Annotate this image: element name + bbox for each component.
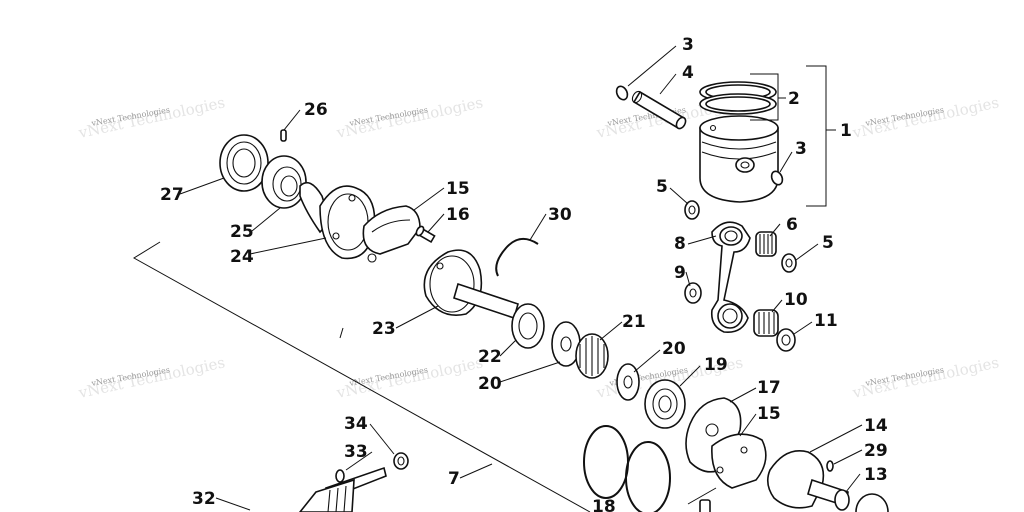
callout-29: 29 xyxy=(864,441,888,461)
callout-6: 6 xyxy=(786,215,798,235)
shaft-washer xyxy=(393,452,409,470)
thrust-washer xyxy=(781,253,797,273)
output-shaft xyxy=(298,466,387,512)
callout-8: 8 xyxy=(674,234,686,254)
thrust-washer-20b xyxy=(616,363,640,401)
crank-bearing xyxy=(644,379,686,429)
key-pin xyxy=(826,460,834,472)
counterweight-cover-right xyxy=(711,433,767,489)
callout-15: 15 xyxy=(757,404,781,424)
dowel-pin xyxy=(280,129,287,142)
piston-assembly xyxy=(615,65,836,352)
counterweight-cover xyxy=(362,205,421,255)
callout-9: 9 xyxy=(674,263,686,283)
lower-thrust-washer xyxy=(684,282,702,304)
callout-33: 33 xyxy=(344,442,368,462)
callout-5: 5 xyxy=(656,177,668,197)
callout-10: 10 xyxy=(784,290,808,310)
callout-14: 14 xyxy=(864,416,888,436)
piston xyxy=(699,115,779,203)
callout-4: 4 xyxy=(682,63,694,83)
piston-rings xyxy=(699,81,777,115)
leader-lines xyxy=(179,45,863,511)
callout-16: 16 xyxy=(446,205,470,225)
callout-15: 15 xyxy=(446,179,470,199)
crank-gear xyxy=(575,333,609,379)
callout-32: 32 xyxy=(192,489,216,509)
retaining-ring xyxy=(495,237,539,277)
callout-1: 1 xyxy=(840,121,852,141)
piston-pin xyxy=(631,90,687,130)
snap-ring xyxy=(625,441,671,512)
bracket-item-2 xyxy=(750,73,779,121)
callout-20: 20 xyxy=(662,339,686,359)
small-end-needle-bearing xyxy=(755,231,777,257)
callout-7: 7 xyxy=(448,469,460,489)
big-end-needle-bearing xyxy=(753,309,779,337)
callout-22: 22 xyxy=(478,347,502,367)
callout-25: 25 xyxy=(230,222,254,242)
cover-screw xyxy=(415,225,436,244)
callout-34: 34 xyxy=(344,414,368,434)
crank-seal xyxy=(511,303,545,349)
oil-seal xyxy=(219,134,269,192)
callout-19: 19 xyxy=(704,355,728,375)
callout-3: 3 xyxy=(795,139,807,159)
snap-ring xyxy=(583,425,629,499)
thrust-washer xyxy=(684,200,700,220)
bracket-item-1 xyxy=(806,65,827,207)
o-ring xyxy=(834,489,850,511)
right-crank-half xyxy=(685,397,889,512)
callout-20: 20 xyxy=(478,374,502,394)
callout-23: 23 xyxy=(372,319,396,339)
big-end-washer xyxy=(776,328,796,352)
callout-17: 17 xyxy=(757,378,781,398)
left-crank-half xyxy=(219,129,436,263)
end-seal xyxy=(855,493,889,512)
crank-flywheel-shaft xyxy=(423,249,519,320)
connecting-rod xyxy=(710,221,751,334)
callout-11: 11 xyxy=(814,311,838,331)
circlip xyxy=(615,85,629,101)
crank-half-with-shaft xyxy=(299,181,377,263)
callouts: 1 2 3 3 4 5 5 6 7 8 9 10 11 13 14 15 15 … xyxy=(160,35,888,512)
callout-3: 3 xyxy=(682,35,694,55)
callout-30: 30 xyxy=(548,205,572,225)
callout-18: 18 xyxy=(592,497,616,512)
callout-24: 24 xyxy=(230,247,254,267)
crank-half-with-shaft-right xyxy=(766,450,825,509)
callout-27: 27 xyxy=(160,185,184,205)
callout-2: 2 xyxy=(788,89,800,109)
circlip xyxy=(770,170,784,186)
callout-21: 21 xyxy=(622,312,646,332)
main-bearing xyxy=(261,155,307,209)
callout-13: 13 xyxy=(864,465,888,485)
callout-26: 26 xyxy=(304,100,328,120)
crankshaft-group-bracket xyxy=(133,241,591,512)
callout-5: 5 xyxy=(822,233,834,253)
